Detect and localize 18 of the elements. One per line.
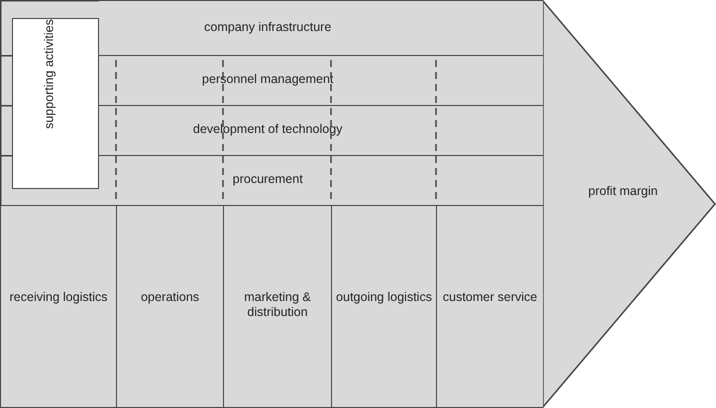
activity-column xyxy=(223,205,331,408)
activity-label: customer service xyxy=(442,290,538,305)
margin-arrow xyxy=(543,0,716,408)
activity-band xyxy=(99,105,543,155)
activity-label: marketing & distribution xyxy=(243,290,312,320)
activity-label: supporting activities xyxy=(42,18,56,131)
activity-band xyxy=(99,55,543,105)
activity-band xyxy=(99,0,543,55)
activity-label: operations xyxy=(140,290,200,305)
activity-column xyxy=(0,205,116,408)
label-panel xyxy=(12,18,99,189)
activity-label: receiving logistics xyxy=(8,290,108,305)
activity-label: outgoing logistics xyxy=(336,290,432,305)
activity-column xyxy=(116,205,223,408)
activity-band xyxy=(99,155,543,205)
activity-column xyxy=(331,205,436,408)
activity-label: profit margin xyxy=(587,184,659,199)
activity-column xyxy=(436,205,543,408)
